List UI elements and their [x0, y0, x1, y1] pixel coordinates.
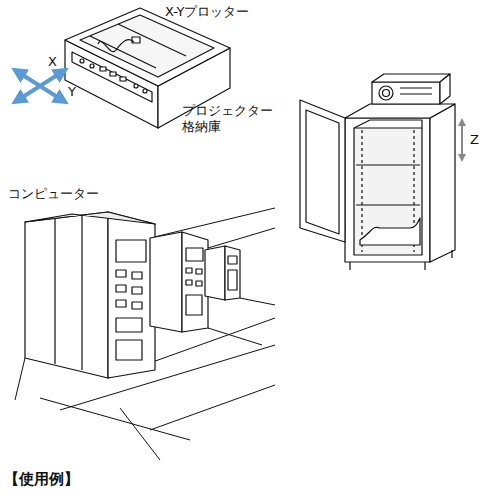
computer-room-floor-part	[120, 408, 160, 460]
xy-plotter-part	[120, 77, 126, 81]
projector-cabinet-part	[350, 250, 452, 270]
axis-label: Z	[470, 132, 479, 148]
computer-rack-part	[132, 287, 142, 294]
xy-plotter-part	[90, 64, 94, 68]
xy-axis-arrows-part	[18, 72, 62, 100]
xy-plotter-part	[134, 84, 138, 88]
computer-rack-part	[116, 318, 142, 332]
computer-room-floor-part	[208, 328, 262, 345]
xy-plotter-part	[80, 59, 84, 63]
caption: 【使用例】	[4, 470, 79, 489]
computer-rack-part	[108, 212, 155, 378]
computer-rack-part	[196, 281, 202, 286]
z-axis-arrow	[461, 122, 463, 158]
computer-rack	[205, 246, 240, 300]
projector-cabinet-part	[356, 164, 420, 165]
computer-rack-part	[116, 300, 126, 307]
device-label: プロジェクター 格納庫	[182, 103, 284, 136]
computer-rack-part	[25, 212, 108, 378]
xy-plotter-part	[90, 36, 156, 68]
computer-rack-part	[55, 215, 82, 370]
computer-rack-part	[116, 285, 126, 292]
projector-cabinet-part	[440, 74, 450, 104]
computer-rack-part	[186, 248, 203, 261]
z-axis-arrow-part	[461, 122, 463, 158]
computer-rack-part	[225, 246, 240, 300]
projector-cabinet-part	[345, 104, 455, 118]
xy-axis-arrows-part	[18, 72, 62, 100]
projector-cabinet-part	[430, 104, 455, 262]
xy-plotter-part	[143, 89, 147, 93]
projector-cabinet-part	[383, 90, 390, 97]
projector-cabinet-part	[360, 218, 420, 245]
xy-plotter-part	[80, 15, 214, 77]
xy-axis-arrows	[18, 72, 62, 100]
projector-cabinet-part	[379, 86, 393, 100]
computer-rack-part	[150, 232, 182, 332]
projector-cabinet	[300, 74, 455, 270]
xy-plotter-part	[65, 8, 230, 86]
device-label: コンピューター	[8, 186, 99, 202]
projector-cabinet-part	[400, 88, 432, 94]
projector-cabinet-part	[306, 110, 339, 234]
xy-plotter-part	[98, 40, 134, 52]
computer-rack-part	[182, 232, 208, 332]
computer-rack-part	[186, 280, 192, 285]
computer-rack-part	[186, 295, 202, 315]
computer-room-floor-part	[208, 228, 275, 248]
computer-rack-part	[116, 270, 126, 277]
projector-cabinet-part	[345, 118, 430, 262]
computer-rack-part	[25, 212, 155, 224]
computer-rack	[25, 212, 155, 378]
computer-rack-part	[228, 256, 237, 264]
computer-room-floor-part	[15, 358, 25, 400]
xy-plotter-part	[100, 67, 106, 71]
computer-rack-part	[116, 340, 142, 360]
computer-room-floor-part	[240, 298, 275, 305]
projector-cabinet-part	[354, 120, 422, 128]
projector-cabinet-part	[372, 82, 440, 104]
device-label: X-Yプロッター	[165, 4, 249, 20]
projector-cabinet-part	[354, 128, 422, 255]
computer-rack-part	[205, 246, 225, 300]
axis-label: Y	[68, 84, 76, 100]
computer-rack-part	[132, 272, 142, 279]
computer-rack-part	[186, 268, 192, 273]
computer-room-floor	[15, 208, 275, 460]
computer-rack-part	[196, 269, 202, 274]
axis-label: X	[48, 54, 57, 70]
xy-plotter-part	[132, 37, 140, 43]
projector-cabinet-part	[372, 74, 450, 82]
computer-rack-part	[228, 270, 237, 290]
xy-plotter-part	[72, 52, 152, 102]
projector-cabinet-part	[356, 204, 420, 205]
computer-rack-part	[132, 302, 142, 309]
projector-cabinet-part	[300, 100, 345, 242]
computer-room-floor-part	[40, 398, 190, 440]
xy-plotter-part	[110, 72, 116, 76]
computer-rack	[150, 232, 208, 332]
computer-rack-part	[116, 240, 146, 262]
projector-cabinet-part	[361, 130, 362, 252]
computer-room-floor-part	[150, 385, 275, 430]
